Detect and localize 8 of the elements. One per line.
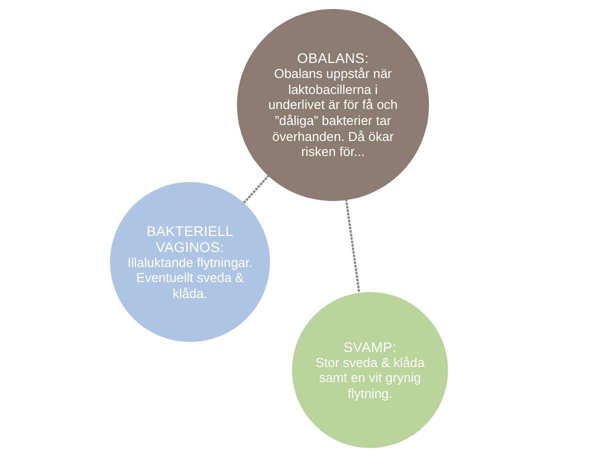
dotted-connector <box>345 198 360 294</box>
circle-text: Obalans uppstår när laktobacillerna i underlivet är för få och ”dåliga” bakterier tar överhanden. Då ökar risken för... <box>267 66 399 160</box>
circle-heading: OBALANS: <box>297 50 369 66</box>
circle-heading: SVAMP: <box>343 338 397 355</box>
circle-text: Illaluktande flytningar. Eventuellt sveda & klåda. <box>126 254 254 302</box>
dotted-connector <box>242 174 270 204</box>
circle-text: Stor sveda & klåda samt en vit grynig flytning. <box>314 354 426 402</box>
circle-heading: BAKTERIELL VAGINOS: <box>146 222 234 255</box>
